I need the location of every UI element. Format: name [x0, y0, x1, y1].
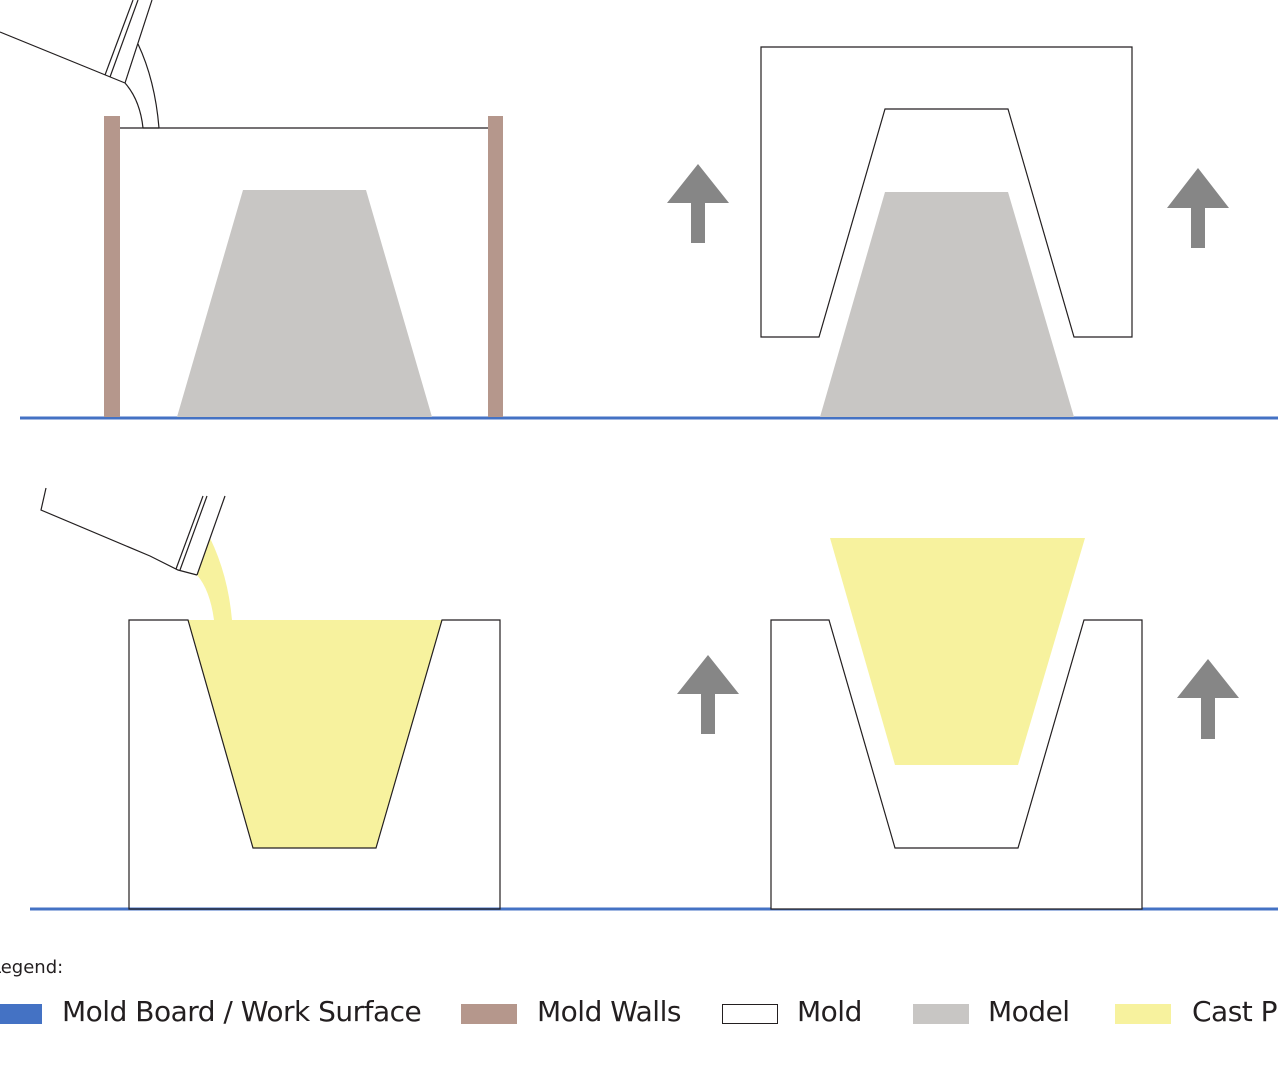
legend-label-mold: Mold	[797, 995, 862, 1028]
legend-title: Legend:	[0, 957, 64, 978]
legend-label-mold-board: Mold Board / Work Surface	[62, 995, 422, 1028]
model-shape	[820, 192, 1074, 417]
up-arrow-icon	[1167, 168, 1229, 248]
legend-label-cast-piece: Cast Piece	[1192, 995, 1278, 1028]
cast-piece-shape	[188, 620, 442, 848]
mold-wall-right	[488, 116, 503, 417]
model-shape	[177, 190, 432, 417]
legend-swatch-mold-board	[0, 1004, 42, 1024]
panel-2-remove-mold	[667, 46, 1229, 417]
pouring-vessel-icon	[0, 0, 160, 129]
mold-wall-left	[104, 116, 120, 417]
legend-swatch-mold-walls	[461, 1004, 517, 1024]
up-arrow-icon	[667, 164, 729, 243]
legend-swatch-cast-piece	[1115, 1004, 1171, 1024]
legend-label-model: Model	[988, 995, 1070, 1028]
cast-piece-shape	[830, 538, 1085, 765]
legend-swatch-mold	[722, 1004, 778, 1024]
up-arrow-icon	[677, 655, 739, 734]
panel-4-remove-cast	[677, 538, 1239, 910]
mold-shape	[770, 619, 1143, 910]
panel-1-pour-mold-material	[0, 0, 1278, 420]
pouring-vessel-icon	[40, 487, 226, 576]
up-arrow-icon	[1177, 659, 1239, 739]
pour-stream	[197, 538, 232, 620]
mold-shape	[760, 46, 1133, 338]
legend-swatch-model	[913, 1004, 969, 1024]
legend-label-mold-walls: Mold Walls	[537, 995, 681, 1028]
mold-shape	[128, 619, 501, 910]
